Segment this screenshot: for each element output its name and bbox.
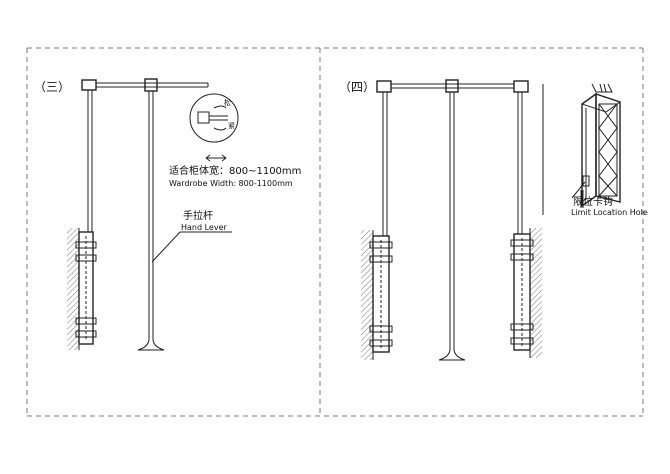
width-label-en: Wardrobe Width: 800-1100mm (169, 179, 293, 188)
width-label-cn: 适合柜体宽：800~1100mm (169, 164, 301, 177)
limit-hole-detail (571, 83, 622, 208)
wall-bracket-left-4 (369, 235, 393, 353)
center-pole-4 (438, 92, 466, 361)
lever-label-en: Hand Lever (181, 223, 228, 232)
panel-three-label: （三） (34, 80, 70, 94)
panel-three: （三） (34, 78, 301, 351)
wall-bracket-right-4 (510, 233, 534, 351)
panel-four-label: （四） (339, 80, 375, 94)
hole-label-cn: 限位卡钩 (573, 195, 613, 208)
panel-four: （四） (339, 79, 648, 361)
top-bar (81, 78, 209, 92)
lever-label-cn: 手拉杆 (183, 209, 213, 222)
wall-bracket (75, 231, 97, 345)
wall-hatch-left (67, 228, 79, 350)
width-double-arrow (205, 154, 227, 162)
dashed-frame (26, 47, 644, 417)
top-bar-4 (376, 79, 529, 93)
loosen-label: 松 (224, 98, 231, 107)
tighten-label: 紧 (228, 121, 235, 130)
lever-leader-line (151, 231, 181, 263)
center-pole (137, 91, 165, 351)
adjust-detail: 松 紧 (189, 93, 239, 143)
hole-label-en: Limit Location Hole (571, 208, 648, 217)
